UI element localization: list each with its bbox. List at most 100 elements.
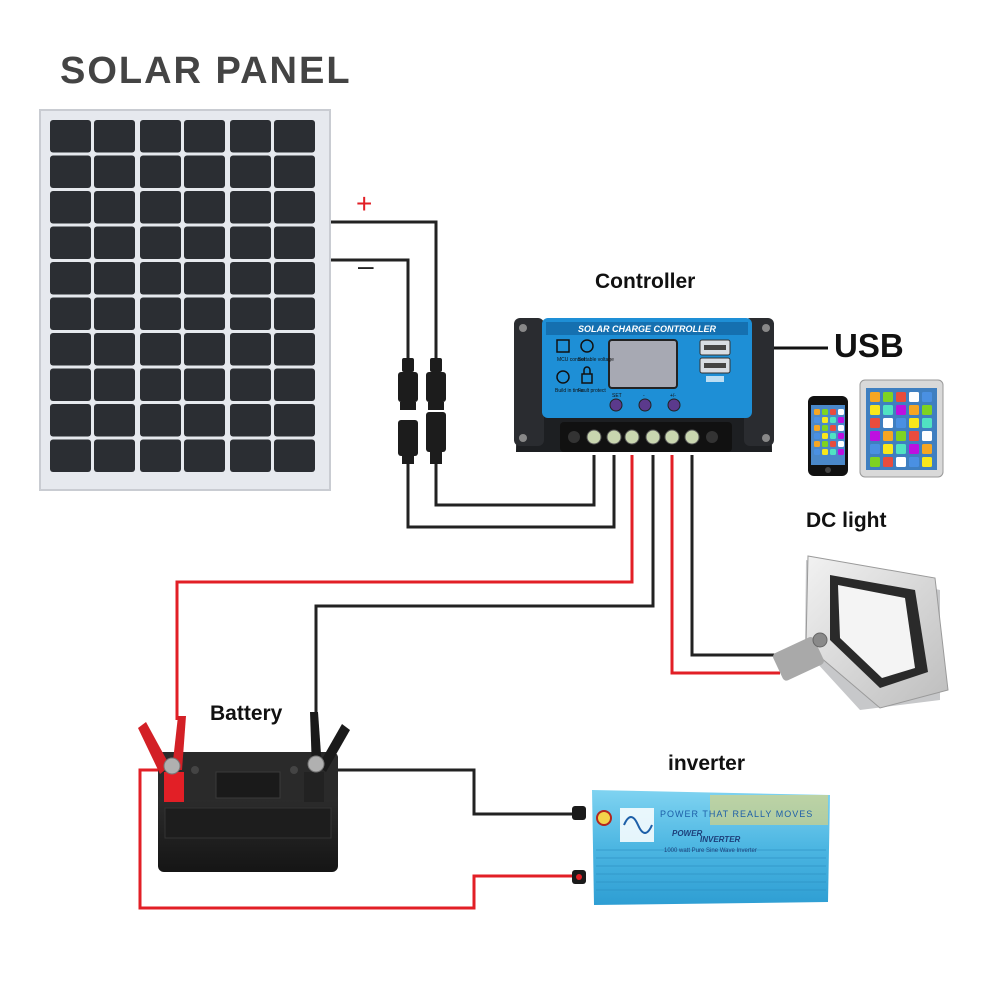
negative-sign: – <box>358 250 374 281</box>
battery-negative-terminal <box>304 772 324 802</box>
solar-cell <box>274 439 315 472</box>
app-icon <box>838 409 844 415</box>
app-icon <box>896 418 906 428</box>
app-icon <box>922 431 932 441</box>
dc-light-label: DC light <box>806 509 887 532</box>
solar-cell <box>50 439 91 472</box>
app-icon <box>814 425 820 431</box>
tablet-apps <box>870 392 932 467</box>
solar-cell <box>140 333 181 366</box>
solar-cell <box>94 333 135 366</box>
app-icon <box>922 457 932 467</box>
app-icon <box>822 409 828 415</box>
battery <box>158 752 338 872</box>
inverter-model: INVERTER <box>700 835 741 844</box>
app-icon <box>896 444 906 454</box>
app-icon <box>870 444 880 454</box>
lock-icon <box>581 373 593 384</box>
app-icon <box>830 441 836 447</box>
solar-cell <box>230 262 271 295</box>
phone-apps <box>814 409 844 455</box>
controller-button-set[interactable] <box>609 398 623 412</box>
app-icon <box>896 431 906 441</box>
solar-cell <box>230 226 271 259</box>
solar-cells <box>50 120 315 472</box>
controller-button-minus[interactable] <box>638 398 652 412</box>
app-icon <box>838 441 844 447</box>
app-icon <box>838 417 844 423</box>
inverter-negative-wire <box>328 768 578 816</box>
solar-cell <box>94 297 135 330</box>
panel-positive-wire <box>330 220 438 360</box>
app-icon <box>909 392 919 402</box>
app-icon <box>896 457 906 467</box>
app-icon <box>814 409 820 415</box>
solar-cell <box>184 191 225 224</box>
solar-cell <box>274 120 315 153</box>
inverter-slogan: POWER THAT REALLY MOVES <box>660 809 813 819</box>
app-icon <box>883 444 893 454</box>
battery-positive-wire <box>175 455 634 720</box>
wires <box>138 220 828 910</box>
app-icon <box>870 418 880 428</box>
app-icon <box>814 449 820 455</box>
app-icon <box>830 449 836 455</box>
controller-button-label-plus: +/- <box>670 393 676 399</box>
light-negative-wire <box>690 455 780 657</box>
mc4-to-controller-negative <box>406 455 616 529</box>
solar-cell <box>184 368 225 401</box>
solar-cell <box>184 226 225 259</box>
solar-cell <box>274 155 315 188</box>
solar-cell <box>50 120 91 153</box>
mc4-connectors <box>398 358 446 464</box>
app-icon <box>883 431 893 441</box>
panel-negative-wire <box>330 258 410 360</box>
solar-cell <box>230 191 271 224</box>
mc4-connector-negative <box>398 358 418 464</box>
solar-cell <box>140 155 181 188</box>
controller-button-plus[interactable] <box>667 398 681 412</box>
solar-cell <box>50 404 91 437</box>
smartphone <box>808 396 848 476</box>
solar-cell <box>94 404 135 437</box>
app-icon <box>883 418 893 428</box>
app-icon <box>870 431 880 441</box>
dc-flood-light <box>773 555 949 710</box>
app-icon <box>870 457 880 467</box>
solar-cell <box>184 333 225 366</box>
app-icon <box>909 405 919 415</box>
app-icon <box>896 392 906 402</box>
app-icon <box>896 405 906 415</box>
solar-cell <box>50 226 91 259</box>
app-icon <box>830 425 836 431</box>
controller-header-text: SOLAR CHARGE CONTROLLER <box>578 324 716 334</box>
app-icon <box>870 392 880 402</box>
solar-cell <box>184 439 225 472</box>
solar-cell <box>140 120 181 153</box>
controller-icons <box>556 339 594 384</box>
battery-clamp-red <box>138 716 186 775</box>
inverter-brand: POWER <box>672 829 702 838</box>
inverter-spec: 1000 watt Pure Sine Wave Inverter <box>664 848 757 854</box>
controller-button-label-minus: - <box>643 393 645 399</box>
icon-label-fault: Fault protect <box>578 388 606 394</box>
solar-cell <box>274 368 315 401</box>
solar-cell <box>184 120 225 153</box>
mc4-to-controller-positive <box>434 455 596 507</box>
app-icon <box>822 449 828 455</box>
app-icon <box>814 417 820 423</box>
solar-cell <box>140 404 181 437</box>
charge-controller: SOLAR CHARGE CONTROLLER MCU control Sett… <box>514 318 774 452</box>
battery-clamp-black <box>307 712 350 773</box>
app-icon <box>830 409 836 415</box>
solar-panel-title: SOLAR PANEL <box>60 50 352 92</box>
app-icon <box>838 449 844 455</box>
app-icon <box>909 457 919 467</box>
solar-cell <box>274 297 315 330</box>
solar-cell <box>94 120 135 153</box>
inverter-positive-wire <box>138 768 578 910</box>
inverter-negative-terminal <box>572 806 586 820</box>
app-icon <box>830 417 836 423</box>
light-positive-wire <box>670 455 780 675</box>
controller-buttons: SET - +/- <box>609 393 681 412</box>
